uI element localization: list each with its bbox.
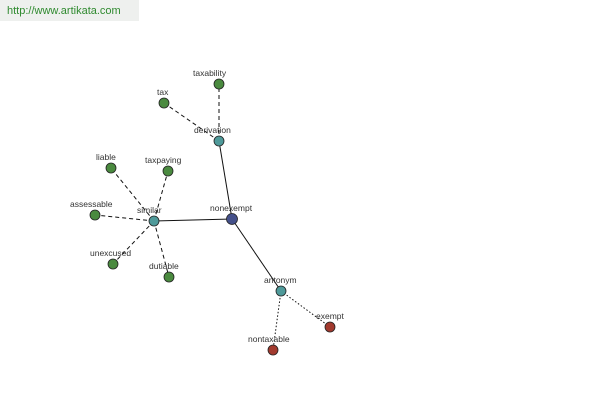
edge-similar-assessable xyxy=(94,214,155,222)
node-label-antonym: antonym xyxy=(264,275,297,285)
node-circle-derivation[interactable] xyxy=(213,135,225,147)
node-label-taxpaying: taxpaying xyxy=(145,155,182,165)
edge-nonexempt-antonym xyxy=(231,218,282,292)
nodes-layer: nonexempt derivation similar antonym taxabil… xyxy=(70,68,345,356)
node-circle-assessable[interactable] xyxy=(89,209,101,221)
node-liable[interactable]: liable xyxy=(96,152,117,174)
node-label-derivation: derivation xyxy=(194,125,231,135)
edge-antonym-exempt xyxy=(280,290,331,328)
node-antonym[interactable]: antonym xyxy=(264,275,297,297)
node-label-nontaxable: nontaxable xyxy=(248,334,290,344)
node-nontaxable[interactable]: nontaxable xyxy=(248,334,290,356)
edge-similar-dutiable xyxy=(153,220,170,278)
edge-nonexempt-derivation xyxy=(218,140,233,220)
edge-nonexempt-similar xyxy=(153,218,233,222)
node-label-nonexempt: nonexempt xyxy=(210,203,253,213)
node-taxability[interactable]: taxability xyxy=(193,68,227,90)
node-circle-tax[interactable] xyxy=(158,97,170,109)
site-url-link[interactable]: http://www.artikata.com xyxy=(7,5,121,17)
node-circle-liable[interactable] xyxy=(105,162,117,174)
node-similar[interactable]: similar xyxy=(137,205,162,227)
node-label-unexcused: unexcused xyxy=(90,248,131,258)
node-label-taxability: taxability xyxy=(193,68,227,78)
node-circle-unexcused[interactable] xyxy=(107,258,119,270)
node-circle-dutiable[interactable] xyxy=(163,271,175,283)
node-label-dutiable: dutiable xyxy=(149,261,179,271)
node-tax[interactable]: tax xyxy=(157,87,170,109)
node-circle-nonexempt[interactable] xyxy=(226,213,238,225)
node-label-similar: similar xyxy=(137,205,162,215)
url-banner: http://www.artikata.com xyxy=(0,0,139,21)
node-label-assessable: assessable xyxy=(70,199,113,209)
edge-similar-taxpaying xyxy=(153,170,169,222)
node-exempt[interactable]: exempt xyxy=(316,311,345,333)
node-derivation[interactable]: derivation xyxy=(194,125,231,147)
node-unexcused[interactable]: unexcused xyxy=(90,248,131,270)
node-nonexempt[interactable]: nonexempt xyxy=(210,203,253,225)
edge-derivation-tax xyxy=(163,102,220,142)
edge-antonym-nontaxable xyxy=(272,290,282,351)
node-label-liable: liable xyxy=(96,152,116,162)
node-circle-antonym[interactable] xyxy=(275,285,287,297)
edge-similar-liable xyxy=(110,167,155,222)
node-dutiable[interactable]: dutiable xyxy=(149,261,179,283)
node-label-tax: tax xyxy=(157,87,169,97)
edges-layer xyxy=(94,84,331,351)
node-circle-taxability[interactable] xyxy=(213,78,225,90)
node-circle-nontaxable[interactable] xyxy=(267,344,279,356)
node-circle-exempt[interactable] xyxy=(324,321,336,333)
node-circle-taxpaying[interactable] xyxy=(162,165,174,177)
edge-similar-unexcused xyxy=(112,220,155,265)
node-circle-similar[interactable] xyxy=(148,215,160,227)
node-label-exempt: exempt xyxy=(316,311,345,321)
node-taxpaying[interactable]: taxpaying xyxy=(145,155,182,177)
node-assessable[interactable]: assessable xyxy=(70,199,113,221)
